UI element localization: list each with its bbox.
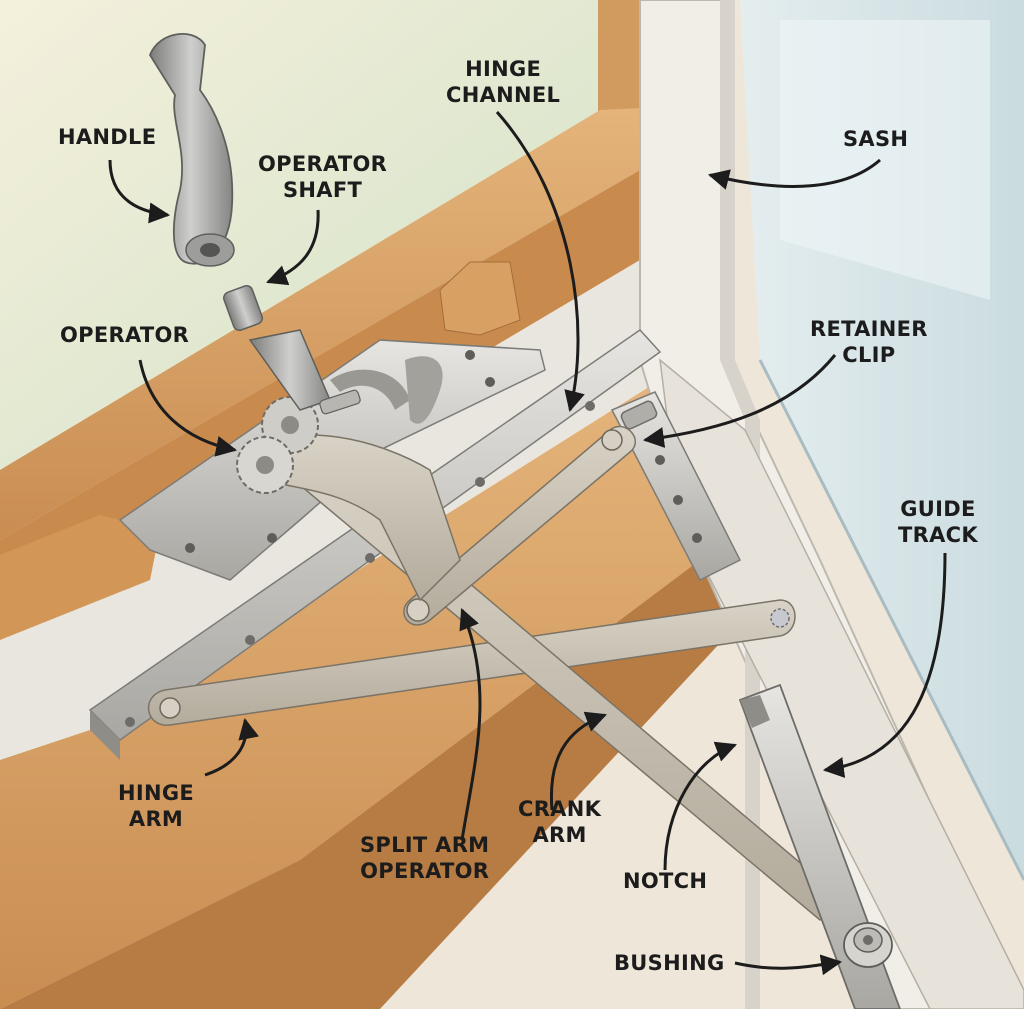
label-crank-arm-line1: CRANK	[518, 797, 602, 821]
hinge-arm-pivot	[159, 697, 181, 719]
label-handle-line1: HANDLE	[58, 125, 157, 149]
arrow-split-arm-operator	[459, 608, 482, 841]
label-operator: OPERATOR	[60, 322, 189, 348]
label-bushing: BUSHING	[614, 950, 724, 976]
handle	[148, 33, 235, 267]
label-split-arm-operator: SPLIT ARM OPERATOR	[360, 832, 489, 884]
label-retainer-clip-line1: RETAINER	[810, 317, 928, 341]
arrow-hinge-channel	[495, 111, 585, 413]
sash-inner-edge	[720, 0, 760, 1009]
label-hinge-arm: HINGE ARM	[118, 780, 194, 832]
retainer-clip	[620, 400, 658, 430]
operator-shaft	[223, 285, 361, 415]
label-operator-line1: OPERATOR	[60, 323, 190, 347]
label-guide-track-line1: GUIDE	[900, 497, 976, 521]
label-crank-arm-line2: ARM	[532, 823, 587, 847]
label-operator-shaft-line1: OPERATOR	[258, 152, 388, 176]
label-notch-line1: NOTCH	[623, 869, 708, 893]
hinge-channel-lip	[90, 710, 120, 760]
operator-gears	[236, 396, 319, 494]
arrow-bushing	[734, 954, 843, 976]
arrow-guide-track	[822, 552, 947, 778]
bushing	[843, 922, 893, 968]
window-view	[0, 0, 600, 470]
wood-block	[439, 261, 521, 336]
label-operator-shaft-line2: SHAFT	[283, 178, 363, 202]
label-guide-track-line2: TRACK	[898, 523, 978, 547]
label-split-arm-operator-line1: SPLIT ARM	[360, 833, 490, 857]
label-retainer-clip-line2: CLIP	[842, 343, 896, 367]
callout-arrows	[108, 111, 947, 976]
arrow-retainer-clip	[642, 354, 837, 448]
label-hinge-arm-line1: HINGE	[118, 781, 195, 805]
label-hinge-channel-line2: CHANNEL	[446, 83, 561, 107]
arrow-crank-arm	[549, 711, 607, 811]
plate-slot	[330, 369, 410, 410]
plate-screws	[185, 350, 495, 553]
label-sash-line1: SASH	[843, 127, 909, 151]
arrow-operator-shaft	[266, 209, 320, 286]
label-hinge-channel: HINGE CHANNEL	[446, 56, 560, 108]
wood-sill-top	[0, 108, 640, 540]
label-retainer-clip: RETAINER CLIP	[810, 316, 928, 368]
label-notch: NOTCH	[623, 868, 707, 894]
glass-pane-reflection	[780, 20, 990, 300]
wood-block-left	[0, 515, 160, 640]
hinge-arm-end	[770, 608, 790, 628]
label-hinge-channel-line1: HINGE	[465, 57, 542, 81]
label-bushing-line1: BUSHING	[614, 951, 725, 975]
label-crank-arm: CRANK ARM	[518, 796, 601, 848]
arrow-operator	[138, 359, 238, 457]
label-hinge-arm-line2: ARM	[128, 807, 184, 831]
arrow-handle	[108, 159, 171, 224]
hinge-arm	[148, 599, 796, 726]
label-split-arm-operator-line2: OPERATOR	[360, 859, 490, 883]
arrow-hinge-arm	[204, 717, 259, 777]
split-arm-end	[601, 429, 623, 451]
bracket-holes	[655, 455, 702, 543]
label-operator-shaft: OPERATOR SHAFT	[258, 151, 387, 203]
window-frame-wood	[598, 0, 640, 120]
arrow-notch	[663, 741, 737, 871]
split-arm-pivot	[406, 598, 430, 622]
plate-cutout	[405, 356, 443, 424]
label-handle: HANDLE	[58, 124, 156, 150]
guide-track-notch	[740, 695, 770, 728]
label-guide-track: GUIDE TRACK	[898, 496, 978, 548]
arrow-sash	[707, 158, 881, 190]
split-arm	[403, 425, 637, 626]
channel-screws	[125, 401, 595, 727]
glass-edge	[758, 359, 1024, 881]
label-sash: SASH	[843, 126, 908, 152]
